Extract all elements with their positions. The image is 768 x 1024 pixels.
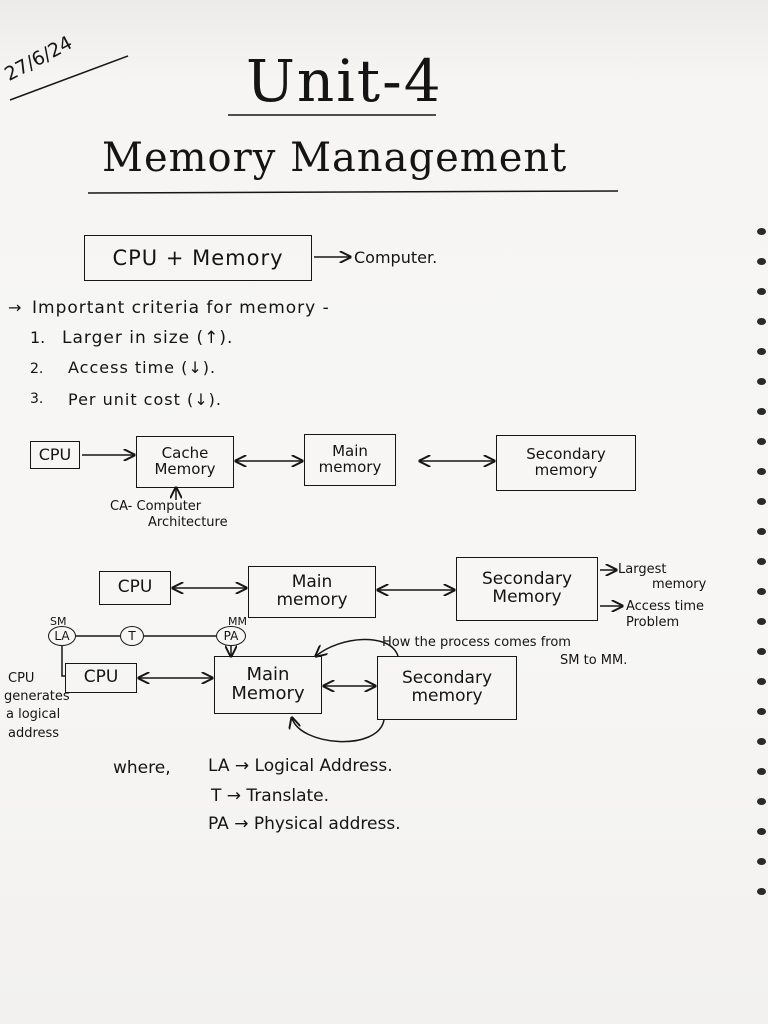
d3-cpu-box: CPU xyxy=(65,663,137,693)
d3-mm-label: MM xyxy=(228,615,247,628)
d3-t-circle: T xyxy=(120,626,144,646)
criteria-1-text: Larger in size (↑). xyxy=(62,328,234,348)
d2-secondary-box: Secondary Memory xyxy=(456,557,598,621)
d1-secondary-box: Secondary memory xyxy=(496,435,636,491)
d2-main-box: Main memory xyxy=(248,566,376,618)
date-underline xyxy=(9,55,129,101)
legend-where: where, xyxy=(113,758,171,778)
d1-note-line2: Architecture xyxy=(148,515,228,530)
d2-note-line4: Problem xyxy=(626,615,680,630)
d3-secondary-box: Secondary memory xyxy=(377,656,517,720)
d1-main-box: Main memory xyxy=(304,434,396,486)
d3-process-note-2: SM to MM. xyxy=(560,653,628,668)
computer-label: Computer. xyxy=(354,248,438,267)
d1-cpu-box: CPU xyxy=(30,441,80,469)
cpu-memory-box: CPU + Memory xyxy=(84,235,312,281)
d3-cpu-note-3: a logical xyxy=(6,707,61,722)
criteria-heading: Important criteria for memory - xyxy=(32,298,330,318)
criteria-1-num: 1. xyxy=(30,328,46,347)
d3-cpu-note-1: CPU xyxy=(8,671,35,686)
legend-t: T → Translate. xyxy=(211,786,330,806)
d2-cpu-box: CPU xyxy=(99,571,171,605)
d3-sm-label: SM xyxy=(50,615,67,628)
legend-pa: PA → Physical address. xyxy=(208,814,401,834)
d3-cpu-note-2: generates xyxy=(4,689,70,704)
d3-la-circle: LA xyxy=(48,626,76,646)
d2-note-line1: Largest xyxy=(618,562,667,577)
page-subtitle: Memory Management xyxy=(102,135,568,181)
d3-process-note-1: How the process comes from xyxy=(382,635,571,650)
legend-la: LA → Logical Address. xyxy=(208,756,393,776)
criteria-2-num: 2. xyxy=(30,361,44,377)
criteria-3-text: Per unit cost (↓). xyxy=(68,390,222,409)
d3-main-box: Main Memory xyxy=(214,656,322,714)
criteria-3-num: 3. xyxy=(30,391,44,407)
d1-note-line1: CA- Computer xyxy=(110,499,202,514)
d3-bottom-curve xyxy=(292,718,385,743)
subtitle-underline xyxy=(87,190,619,194)
d2-note-line2: memory xyxy=(652,577,707,592)
page-title: Unit-4 xyxy=(246,47,443,115)
criteria-heading-arrow: → xyxy=(8,298,22,317)
d3-top-curve-arrow xyxy=(316,638,399,656)
d3-cpu-note-4: address xyxy=(8,726,60,741)
d1-cache-box: Cache Memory xyxy=(136,436,234,488)
d3-la-cpu-line xyxy=(61,646,65,677)
d2-note-line3: Access time xyxy=(626,599,705,614)
criteria-2-text: Access time (↓). xyxy=(68,358,217,377)
